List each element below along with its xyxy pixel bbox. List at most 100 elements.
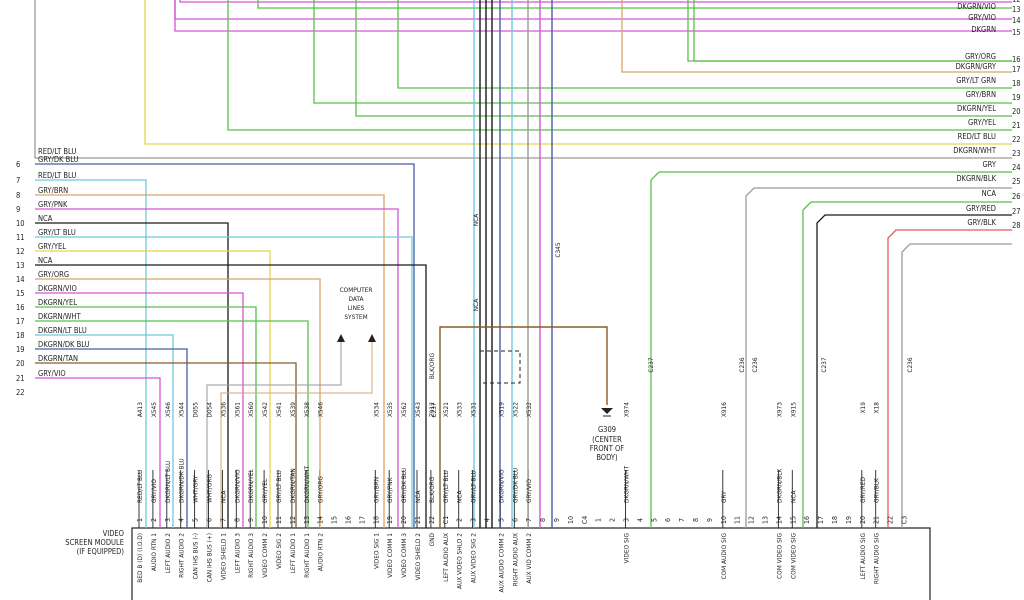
wire-color-label: DKGRN/YEL (247, 468, 255, 503)
pin-number: 16 (345, 516, 353, 524)
left-wire (35, 348, 188, 528)
pin-number: 9 (247, 518, 255, 522)
left-wire (35, 306, 257, 528)
left-wire-label: GRY/ORG (38, 270, 69, 279)
circuit-id: X561 (233, 402, 241, 417)
left-wire (35, 179, 147, 528)
left-wire (35, 264, 427, 528)
pin-function: GND (428, 533, 436, 547)
wire-color-label: GRY/RED (859, 477, 867, 503)
pin-number: 7 (525, 518, 533, 522)
right-wire-number: 15 (1012, 28, 1021, 37)
right-wire-label: GRY/BRN (966, 90, 996, 99)
circuit-id: X534 (372, 402, 380, 417)
left-wire-number: 21 (16, 374, 25, 383)
wire-color-label: GRY/BLK (873, 478, 881, 503)
left-wire-label: GRY/LT BLU (38, 228, 76, 237)
right-wire-label: GRY/ORG (965, 52, 996, 61)
right-wire (313, 0, 1012, 104)
left-wire (35, 292, 244, 528)
wire-color-label: NCA (789, 491, 797, 503)
left-wire-label: GRY/VIO (38, 369, 66, 378)
pin-number: 17 (358, 516, 366, 524)
right-wire-label: NCA (982, 189, 997, 198)
right-wire-number: 13 (1012, 5, 1021, 14)
shield-dashed-box (479, 350, 521, 384)
right-wire (397, 0, 1012, 89)
ground-location: (CENTER (592, 435, 622, 444)
pin-function: AUDIO RTN 1 (150, 533, 158, 571)
vertical-wire-label: NCA (472, 299, 480, 311)
pin-number: 4 (636, 518, 644, 522)
pin-number: C1 (442, 516, 450, 524)
connector-label: C236 (738, 357, 746, 373)
wire-color-label: DKGRN/BLK (775, 468, 783, 503)
pin-function: CAN IHS BUS (+) (206, 533, 214, 582)
wire-color-label: DKGRN/TAN (289, 468, 297, 503)
right-wire (693, 0, 1012, 62)
pin-number: 17 (817, 516, 825, 524)
circuit-id: X560 (247, 402, 255, 417)
right-wire-number: 22 (1012, 135, 1021, 144)
right-wire (621, 0, 1012, 73)
pin-number: 10 (720, 516, 728, 524)
pin-number: 2 (609, 518, 617, 522)
left-wire-label: GRY/YEL (38, 242, 66, 251)
right-wire (227, 0, 1012, 131)
left-wire (35, 320, 309, 528)
wire-color-label: GRY/DK BLU (400, 468, 408, 503)
wire-color-label: DKGRN/WHT (623, 466, 631, 503)
wire-color-label: DKGRN/WHT (303, 466, 311, 503)
right-wire-number: 18 (1012, 79, 1021, 88)
pin-number: 22 (428, 516, 436, 524)
circuit-id: X545 (150, 402, 158, 417)
right-wire-number: 23 (1012, 149, 1021, 158)
left-wire (35, 377, 161, 528)
circuit-id: X539 (289, 402, 297, 417)
left-wire-label: GRY/BRN (38, 186, 68, 195)
pin-number: 5 (192, 518, 200, 522)
left-wire-number: 22 (16, 388, 25, 397)
pin-number: 9 (706, 518, 714, 522)
right-wire (174, 0, 1012, 32)
wire-color-label: GRY/YEL (261, 478, 269, 503)
pin-number: 6 (511, 518, 519, 522)
pin-function: RIGHT AUDIO SIG (873, 533, 881, 585)
wire-color-label: DKGRN/VIO (233, 469, 241, 503)
left-wire-number: 19 (16, 345, 25, 354)
pin-number: 18 (831, 516, 839, 524)
right-wire-number: 24 (1012, 163, 1021, 172)
pin-function: RIGHT AUDIO 1 (303, 533, 311, 578)
left-wire (35, 236, 413, 528)
pin-function: CAN IHS BUS (-) (192, 533, 200, 580)
left-wire-number: 12 (16, 247, 25, 256)
circuit-id: X546 (317, 402, 325, 417)
left-wire (35, 362, 297, 528)
circuit-id: X542 (261, 402, 269, 417)
pin-number: 3 (470, 518, 478, 522)
pin-number: 9 (553, 518, 561, 522)
circuit-id: D055 (192, 402, 200, 418)
connector-label: C237 (820, 357, 828, 373)
module-name-line: SCREEN MODULE (65, 538, 124, 547)
pin-number: 20 (400, 516, 408, 524)
computer-data-lines-label: COMPUTER (340, 286, 373, 294)
left-wire-label: RED/LT BLU (38, 171, 76, 180)
circuit-id: X531 (470, 402, 478, 417)
data-line-arrow (337, 334, 345, 342)
pin-function: AUX VID COMM 2 (525, 533, 533, 584)
circuit-id: X916 (720, 402, 728, 417)
right-wire-label: DKGRN/YEL (957, 104, 996, 113)
right-wire-label: DKGRN (971, 25, 996, 34)
left-wire (35, 334, 174, 528)
wire-color-label: GRY/VIO (150, 479, 158, 503)
computer-data-lines-label: LINES (348, 304, 365, 312)
wire-layer (34, 0, 1012, 600)
right-wire-label: RED/LT BLU (958, 132, 996, 141)
data-line (206, 372, 342, 528)
pin-number: 3 (623, 518, 631, 522)
right-module-wire (816, 214, 1012, 528)
pin-number: 18 (372, 516, 380, 524)
pin-function: VIDEO SIG 1 (372, 533, 380, 569)
